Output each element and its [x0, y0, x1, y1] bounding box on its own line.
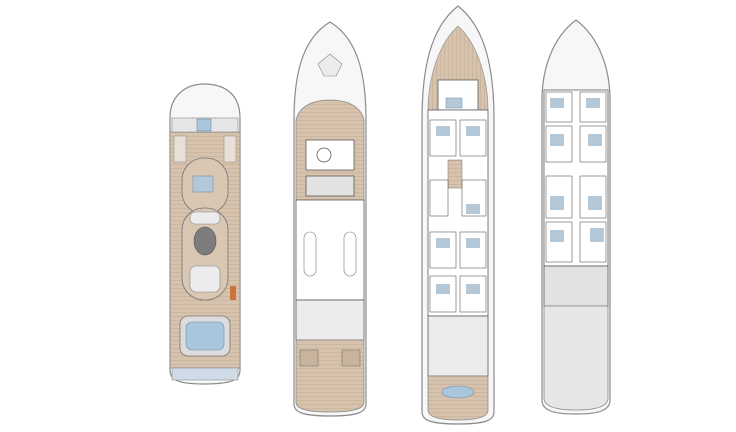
upper-deck-plan [293, 21, 367, 417]
dining-table-left [303, 231, 317, 277]
aft-chairs-right [341, 349, 361, 367]
aft-seating-ellipse [441, 385, 475, 399]
dining-table-right [343, 231, 357, 277]
forepeak-bed [445, 97, 463, 109]
sunbed-right [223, 135, 237, 163]
cabin-6-bed [466, 238, 480, 248]
cabin-5-bed [436, 238, 450, 248]
tender-garage [543, 305, 609, 411]
cabin-8 [459, 275, 487, 313]
engine-room [543, 265, 609, 307]
bbq-station [230, 286, 236, 300]
dining-table-oval [193, 226, 217, 256]
sunbed-left [173, 135, 187, 163]
stern-step [171, 367, 239, 381]
cabin-8-bed [466, 284, 480, 294]
lower-cabin-5-bed [550, 196, 564, 210]
sun-deck-jacuzzi-bow [196, 118, 212, 132]
lower-cabin-6-bed [588, 196, 602, 210]
crew-area [427, 315, 489, 377]
bar-seating [189, 265, 221, 293]
cabin-2 [459, 119, 487, 157]
cabin-6 [459, 231, 487, 269]
lower-cabin-3-bed [550, 134, 564, 146]
lounge-sofa [189, 211, 221, 225]
lower-cabin-4-bed [588, 134, 602, 146]
lower-cabin-7-bed [550, 230, 564, 242]
stair-well [447, 159, 463, 189]
lower-cabin-8-bed [590, 228, 604, 242]
cabin-1 [429, 119, 457, 157]
lower-cabin-2-bed [586, 98, 600, 108]
cabin-2-bed [466, 126, 480, 136]
sun-deck-pool [185, 321, 225, 351]
upper-deck-aft-area [295, 299, 365, 341]
cabin-4-bed [466, 204, 480, 214]
main-deck-plan [421, 5, 495, 425]
foredeck-lounge [317, 53, 343, 77]
lower-deck-plan [541, 19, 611, 415]
cabin-1-bed [436, 126, 450, 136]
sun-deck-bed [192, 175, 214, 193]
aft-chairs-left [299, 349, 319, 367]
cabin-7-bed [436, 284, 450, 294]
sun-deck-plan [169, 83, 241, 385]
cabin-3 [429, 179, 449, 217]
round-table [316, 147, 332, 163]
cabin-5 [429, 231, 457, 269]
lower-cabin-1-bed [550, 98, 564, 108]
galley-block [305, 175, 355, 197]
